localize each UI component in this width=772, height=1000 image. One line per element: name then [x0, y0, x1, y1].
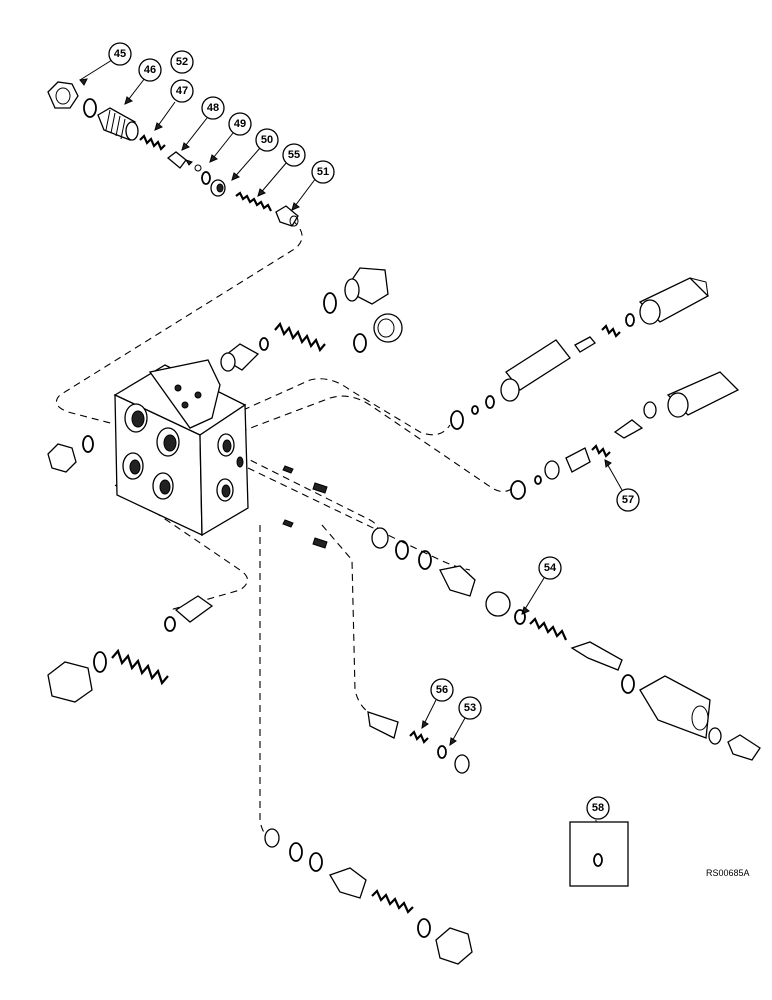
cap-lower-left	[47, 661, 93, 703]
callout-58: 58	[586, 796, 610, 820]
lower-left-parts	[47, 435, 214, 703]
svg-text:47: 47	[176, 85, 188, 97]
svg-text:49: 49	[234, 118, 246, 130]
callout-leaders	[79, 59, 623, 747]
upper-body-parts	[220, 267, 403, 372]
callout-54: 54	[538, 556, 562, 580]
spool-lower-left	[174, 595, 214, 623]
right-cartridge-upper	[450, 277, 710, 430]
right-cartridge-lower	[510, 371, 740, 500]
valve-body	[113, 359, 249, 537]
seat-51	[275, 205, 299, 227]
callout-51: 51	[311, 160, 335, 184]
spring-55	[235, 191, 272, 212]
svg-text:52: 52	[176, 56, 188, 68]
poppet-48	[166, 151, 193, 169]
svg-text:50: 50	[261, 134, 273, 146]
plug-left	[47, 443, 77, 473]
poppet-bottom	[329, 867, 367, 899]
drawing-code: RS00685A	[706, 868, 750, 878]
callout-46: 46	[138, 58, 162, 82]
svg-text:55: 55	[288, 149, 300, 161]
cartridge-housing-b	[666, 371, 740, 418]
svg-text:56: 56	[436, 684, 448, 696]
svg-text:48: 48	[207, 102, 219, 114]
threaded-plug-46	[97, 107, 139, 141]
assembly-guide-lines	[55, 219, 516, 841]
plug-upper-b	[373, 313, 403, 343]
poppet-center	[439, 565, 476, 597]
o-ring-45	[83, 98, 97, 118]
callout-50: 50	[255, 128, 279, 152]
callout-55: 55	[282, 143, 306, 167]
callout-45: 45	[108, 42, 132, 66]
callout-53: 53	[458, 696, 482, 720]
callout-56: 56	[430, 678, 454, 702]
ball-49	[194, 164, 202, 172]
svg-text:57: 57	[622, 494, 634, 506]
hex-cap-45	[47, 81, 79, 109]
cartridge-housing-a	[638, 277, 710, 325]
svg-text:58: 58	[592, 802, 604, 814]
center-diagonal-parts	[282, 465, 761, 761]
callouts: 45 46 52 47 48 49 50 55 51 57 54 56 53 5…	[108, 42, 640, 820]
svg-text:54: 54	[544, 562, 557, 574]
kit-box-58	[569, 820, 629, 887]
spring-47	[139, 134, 166, 151]
spool-upper	[220, 337, 269, 372]
pin-center	[570, 641, 623, 671]
svg-text:46: 46	[144, 64, 156, 76]
top-parts-chain	[47, 81, 299, 227]
nut-50	[210, 179, 226, 197]
callout-47: 47	[170, 79, 194, 103]
callout-57: 57	[616, 488, 640, 512]
callout-48: 48	[201, 96, 225, 120]
svg-text:45: 45	[114, 48, 126, 60]
svg-text:53: 53	[464, 702, 476, 714]
o-ring-49	[201, 171, 211, 185]
callout-49: 49	[228, 112, 252, 136]
svg-text:51: 51	[317, 166, 329, 178]
relief-housing	[639, 675, 711, 739]
fitting-upper-a	[344, 267, 389, 305]
hex-plug-bottom	[435, 927, 473, 965]
parts-56-53	[367, 711, 470, 774]
bottom-parts-chain	[264, 828, 473, 965]
callout-52: 52	[170, 50, 194, 74]
